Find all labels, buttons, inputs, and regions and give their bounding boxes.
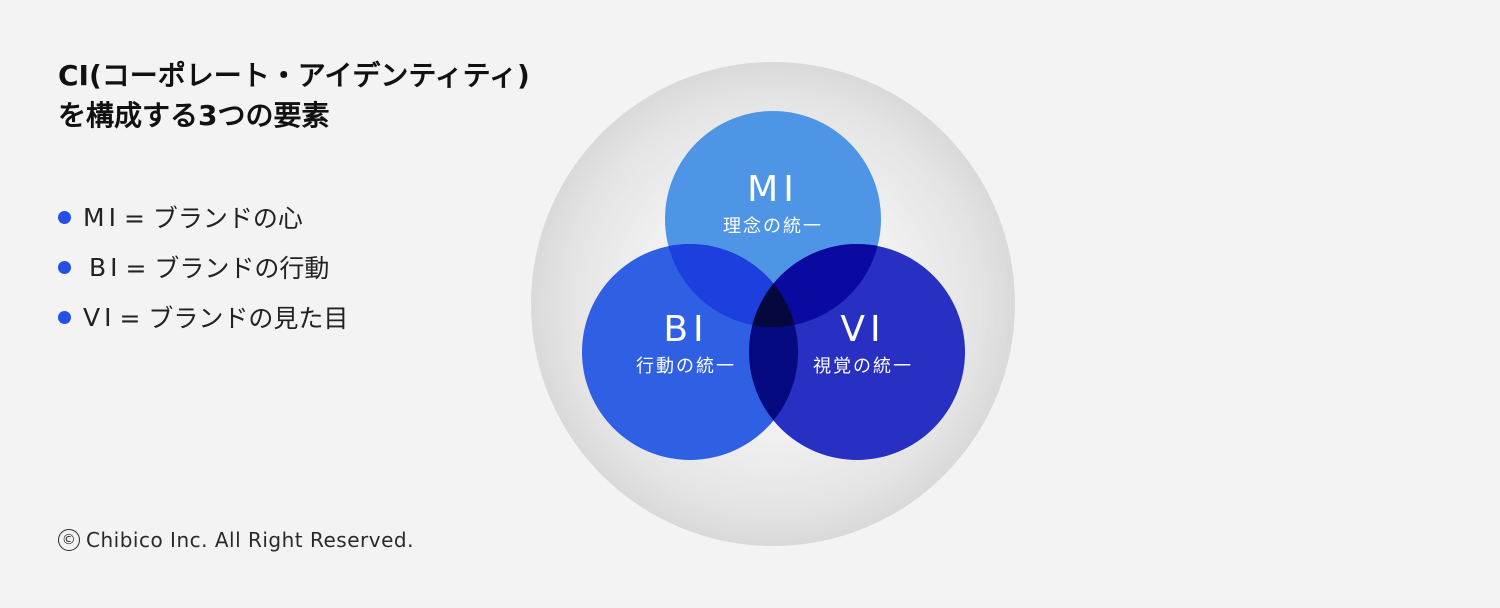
title-line-2: を構成する3つの要素 — [58, 99, 330, 132]
vi-subtitle: 視覚の統一 — [813, 356, 913, 377]
list-item-text: = ブランドの見た目 — [119, 304, 349, 333]
list-item-bi: BI = ブランドの行動 — [58, 242, 348, 292]
mi-abbr: MI — [747, 169, 799, 210]
mi-subtitle: 理念の統一 — [723, 216, 823, 237]
list-item-text: = ブランドの心 — [123, 204, 303, 233]
bi-label: BI 行動の統一 — [578, 310, 794, 380]
copyright-icon: © — [58, 529, 80, 551]
bullet-dot-icon — [58, 260, 71, 274]
bi-subtitle: 行動の統一 — [636, 356, 736, 377]
list-item-abbr: VI — [83, 302, 116, 332]
mi-vi-overlap — [749, 244, 881, 327]
element-list: MI = ブランドの心 BI = ブランドの行動 VI = ブランドの見た目 — [58, 192, 348, 342]
bullet-dot-icon — [58, 210, 71, 224]
mi-bi-overlap — [665, 244, 798, 327]
list-item-abbr: MI — [83, 202, 120, 232]
mi-label: MI 理念の統一 — [665, 170, 881, 240]
list-item-abbr: BI — [89, 252, 122, 282]
copyright-notice: © Chibico Inc. All Right Reserved. — [58, 528, 414, 552]
page-title: CI(コーポレート・アイデンティティ) を構成する3つの要素 — [58, 56, 530, 136]
bi-abbr: BI — [663, 309, 709, 350]
vi-label: VI 視覚の統一 — [755, 310, 971, 380]
list-item-text: = ブランドの行動 — [125, 254, 330, 283]
bullet-dot-icon — [58, 310, 71, 324]
title-line-1: CI(コーポレート・アイデンティティ) — [58, 59, 530, 92]
copyright-text: Chibico Inc. All Right Reserved. — [86, 528, 414, 552]
list-item-mi: MI = ブランドの心 — [58, 192, 348, 242]
list-item-vi: VI = ブランドの見た目 — [58, 292, 348, 342]
vi-abbr: VI — [840, 309, 886, 350]
